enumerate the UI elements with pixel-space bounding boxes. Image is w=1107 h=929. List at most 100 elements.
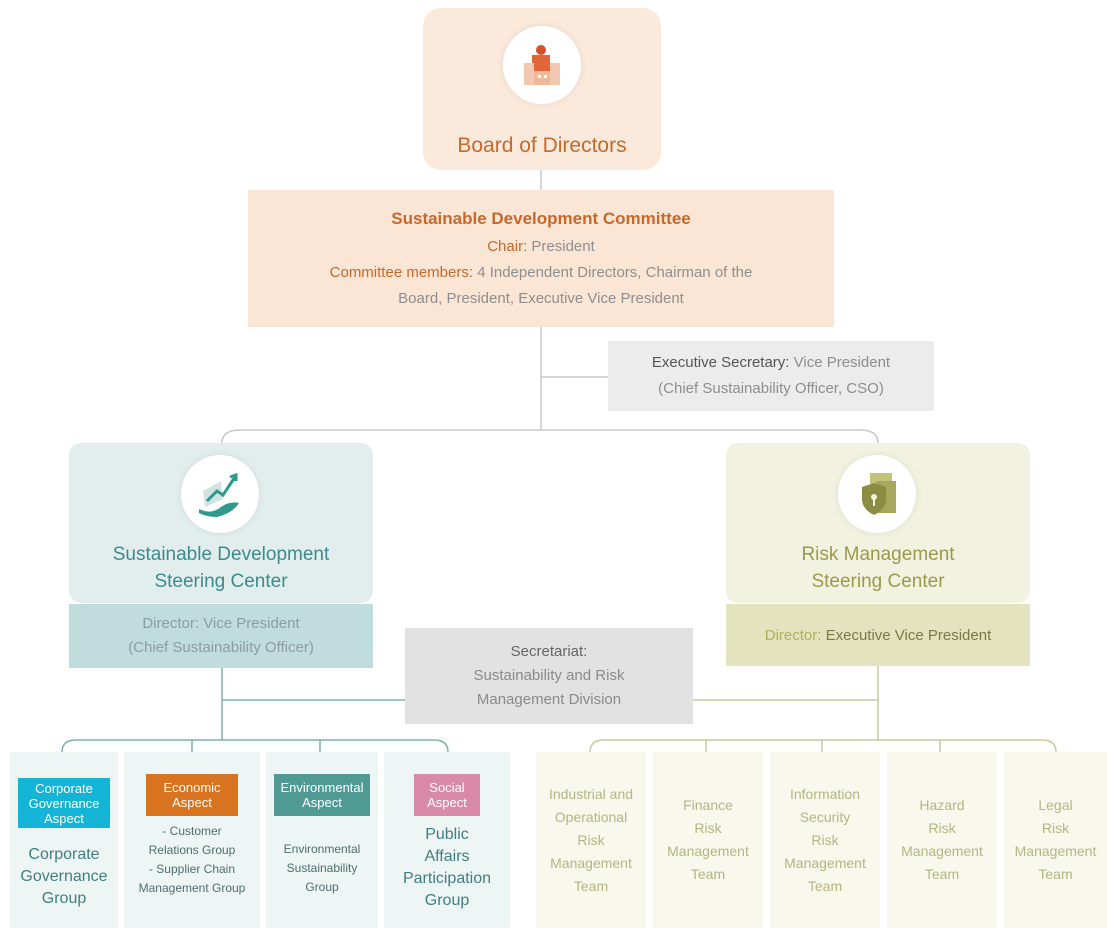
group-economic: Economic Aspect - Customer Relations Gro… [124, 752, 260, 928]
rm-director-label: Director: [764, 626, 822, 644]
tag-text: Economic [163, 780, 221, 795]
group-social: Social Aspect Public Affairs Participati… [384, 752, 510, 928]
committee-members-line: Committee members: 4 Independent Directo… [330, 260, 753, 286]
committee-chair-line: Chair: President [487, 234, 595, 260]
sd-center-title-1: Sustainable Development [112, 544, 330, 565]
team-line: Team [807, 877, 843, 894]
team-line: Management [784, 854, 866, 871]
sd-director-label: Director: [142, 615, 200, 632]
group-line: Group [424, 892, 470, 909]
secretariat-line-2: Management Division [476, 691, 622, 708]
tag-text: Social [429, 780, 465, 795]
rm-director-value: Executive Vice President [825, 626, 992, 644]
sd-director-value-2: (Chief Sustainability Officer) [128, 639, 314, 656]
team-line: Management [1014, 843, 1097, 859]
corporate-governance-group-text: Corporate Governance Group [10, 844, 118, 910]
team-industrial-operational-risk: Industrial and Operational Risk Manageme… [536, 752, 646, 928]
team-line: Risk [694, 820, 722, 836]
group-line: Management Group [138, 881, 246, 895]
tag-text: Aspect [427, 795, 467, 810]
group-line: Sustainability [286, 861, 358, 875]
rm-center-title-2: Steering Center [811, 571, 945, 592]
sd-center-title: Sustainable Development Steering Center [69, 541, 373, 595]
board-title: Board of Directors [457, 134, 627, 157]
team-line: Risk [577, 831, 605, 848]
group-line: Corporate [28, 846, 100, 863]
social-aspect-tag: Social Aspect [414, 774, 480, 816]
tag-text: Aspect [44, 810, 84, 826]
team-finance-risk: Finance Risk Management Team [653, 752, 763, 928]
sd-icon-circle [181, 455, 259, 533]
rm-center-director-box: Director: Executive Vice President [726, 604, 1030, 666]
team-line: Operational [554, 808, 628, 825]
exec-secretary-label: Executive Secretary: [651, 354, 790, 371]
group-line: Relations Group [148, 843, 236, 857]
rm-icon-circle [838, 455, 916, 533]
rm-steering-center-box: Risk Management Steering Center [726, 443, 1030, 603]
group-line: Governance [20, 868, 108, 885]
members-value-1: 4 Independent Directors, Chairman of the [477, 263, 753, 281]
economic-aspect-tag: Economic Aspect [146, 774, 238, 816]
sd-steering-center-box: Sustainable Development Steering Center [69, 443, 373, 603]
group-corporate-governance: Corporate Governance Aspect Corporate Go… [10, 752, 118, 928]
group-line: Public [425, 826, 469, 843]
tag-text: Environmental [280, 780, 364, 795]
board-of-directors-box: Board of Directors [423, 8, 661, 170]
committee-title: Sustainable Development Committee [391, 208, 691, 228]
team-line: Team [924, 866, 960, 882]
corporate-governance-tag: Corporate Governance Aspect [18, 778, 110, 828]
team-text: Hazard Risk Management Team [901, 794, 983, 886]
team-text: Industrial and Operational Risk Manageme… [549, 783, 633, 898]
team-legal-risk: Legal Risk Management Team [1004, 752, 1107, 928]
tag-text: Aspect [302, 795, 342, 810]
secretariat-box: Secretariat: Sustainability and Risk Man… [405, 628, 693, 724]
hand-growth-chart-icon [199, 472, 239, 517]
group-line: Group [305, 880, 339, 894]
shield-documents-icon [862, 473, 896, 515]
team-line: Management [901, 843, 983, 859]
team-line: Team [573, 877, 609, 894]
tag-text: Aspect [172, 795, 212, 810]
team-text: Information Security Risk Management Tea… [784, 783, 866, 898]
exec-secretary-value: Vice President [793, 354, 891, 371]
team-hazard-risk: Hazard Risk Management Team [887, 752, 997, 928]
group-line: Group [41, 890, 87, 907]
sd-center-title-2: Steering Center [154, 571, 288, 592]
sd-center-director-box: Director: Vice President (Chief Sustaina… [69, 604, 373, 668]
tag-text: Corporate [35, 780, 93, 796]
members-value-2: Board, President, Executive Vice Preside… [398, 289, 684, 307]
team-line: Management [550, 854, 632, 871]
executive-secretary-box: Executive Secretary: Vice President (Chi… [608, 341, 934, 411]
team-line: Finance [683, 797, 733, 813]
members-label: Committee members: [329, 263, 474, 281]
group-line: - Customer [162, 824, 222, 838]
building-people-icon [524, 45, 560, 85]
team-line: Risk [928, 820, 956, 836]
team-line: Legal [1038, 797, 1073, 813]
sustainable-development-committee-box: Sustainable Development Committee Chair:… [248, 190, 834, 327]
rm-center-title: Risk Management Steering Center [726, 541, 1030, 595]
secretariat-label: Secretariat: [510, 643, 588, 660]
social-group-text: Public Affairs Participation Group [384, 824, 510, 912]
tag-text: Governance [28, 795, 100, 811]
team-text: Legal Risk Management Team [1015, 794, 1097, 886]
chair-value: President [531, 237, 595, 255]
economic-group-text: - Customer Relations Group - Supplier Ch… [124, 822, 260, 898]
environmental-group-text: Environmental Sustainability Group [266, 840, 378, 897]
rm-center-title-1: Risk Management [801, 544, 955, 565]
exec-secretary-value-2: (Chief Sustainability Officer, CSO) [658, 380, 884, 397]
team-line: Information [789, 785, 861, 802]
team-line: Security [799, 808, 851, 825]
team-line: Industrial and [548, 785, 634, 802]
secretariat-line-1: Sustainability and Risk [473, 667, 625, 684]
board-icon-circle [503, 26, 581, 104]
group-line: Participation [402, 870, 492, 887]
team-line: Risk [811, 831, 839, 848]
sd-director-value: Vice President [203, 615, 300, 632]
chair-label: Chair: [487, 237, 528, 255]
environmental-aspect-tag: Environmental Aspect [274, 774, 370, 816]
team-text: Finance Risk Management Team [667, 794, 749, 886]
group-line: Affairs [424, 848, 470, 865]
team-line: Team [1038, 866, 1073, 882]
